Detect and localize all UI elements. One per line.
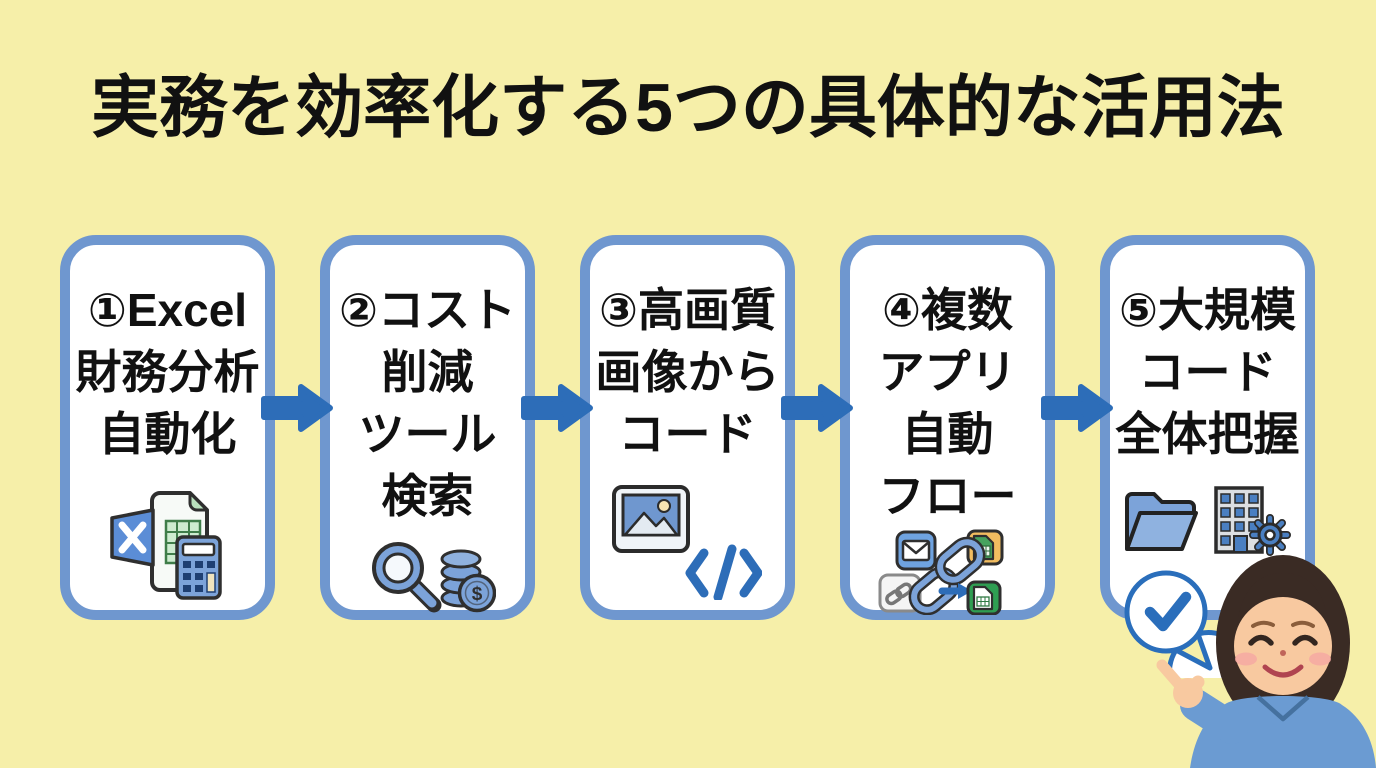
mail-app-icon [895, 530, 937, 571]
svg-text:$: $ [472, 584, 483, 605]
card-line: コード [1138, 346, 1277, 398]
card-line: ⑤大規模 [1119, 284, 1296, 336]
flow-arrow-right-icon [261, 384, 333, 432]
chain-link-icon [908, 536, 986, 615]
card-line: 自動化 [98, 408, 237, 460]
flow-arrow-icon [938, 583, 972, 599]
card-large-codebase: ⑤大規模 コード 全体把握 [1100, 235, 1315, 620]
card-line: 画像から [595, 346, 780, 398]
card-line: 検索 [381, 470, 474, 522]
code-icon [685, 544, 762, 600]
card-line: ④複数 [882, 284, 1013, 336]
card-line: ツール [358, 408, 497, 460]
folder-building-icon-group [1125, 486, 1291, 556]
collar [1256, 695, 1310, 722]
gear-icon [1249, 514, 1291, 556]
flow-arrow-right-icon [521, 384, 593, 432]
check-bubble-icon [1124, 570, 1222, 678]
flow-arrow-right-icon [1041, 384, 1113, 432]
building-gear-icon [1214, 486, 1291, 556]
card-3-text: ③高画質 画像から コード [590, 279, 785, 465]
excel-calculator-icon-group [110, 491, 222, 600]
card-1-text: ①Excel 財務分析 自動化 [70, 279, 265, 465]
blush [1309, 652, 1331, 666]
eyebrow [1291, 620, 1315, 628]
closed-eye [1248, 634, 1274, 646]
coins-icon: $ [440, 549, 496, 613]
magnifier-coins-icon-group: $ [372, 542, 496, 613]
card-line: ③高画質 [599, 284, 776, 336]
page-title: 実務を効率化する5つの具体的な活用法 [91, 70, 1285, 146]
app-flow-icon-group [878, 529, 1004, 615]
spreadsheet-green-icon [966, 580, 1002, 615]
calculator-icon [175, 535, 222, 600]
face [1234, 573, 1332, 695]
card-4-text: ④複数 アプリ 自動 フロー [850, 279, 1045, 527]
card-5-text: ⑤大規模 コード 全体把握 [1110, 279, 1305, 465]
smile [1262, 664, 1304, 678]
nose [1280, 650, 1286, 656]
card-line: 自動 [901, 408, 994, 460]
excel-file-icon [110, 491, 209, 592]
closed-eye [1292, 634, 1318, 646]
magnifier-icon [372, 542, 442, 613]
card-line: アプリ [878, 346, 1017, 398]
folder-icon [1125, 492, 1198, 551]
card-excel-finance: ①Excel 財務分析 自動化 [60, 235, 275, 620]
blush [1235, 652, 1257, 666]
card-image-to-code: ③高画質 画像から コード [580, 235, 795, 620]
body [1156, 659, 1376, 768]
eyebrow [1251, 620, 1275, 628]
pointing-hand [1156, 659, 1205, 708]
hair-bangs [1237, 573, 1329, 625]
card-2-text: ②コスト 削減 ツール 検索 [330, 279, 525, 527]
image-code-icon-group [612, 485, 762, 600]
card-line: ①Excel [87, 284, 248, 336]
card-line: ②コスト [339, 284, 516, 336]
arm-sleeve [1180, 689, 1248, 744]
card-line: 財務分析 [75, 346, 260, 398]
card-multi-app-flow: ④複数 アプリ 自動 フロー [840, 235, 1055, 620]
card-cost-tools: ②コスト 削減 ツール 検索 [320, 235, 535, 620]
card-line: 全体把握 [1115, 408, 1300, 460]
cards-row: ①Excel 財務分析 自動化 [60, 235, 1315, 620]
flow-arrow-right-icon [781, 384, 853, 432]
card-line: コード [618, 408, 757, 460]
image-icon [612, 485, 690, 553]
card-line: 削減 [381, 346, 474, 398]
card-line: フロー [878, 470, 1017, 522]
pointing-woman-illustration [1156, 555, 1376, 768]
